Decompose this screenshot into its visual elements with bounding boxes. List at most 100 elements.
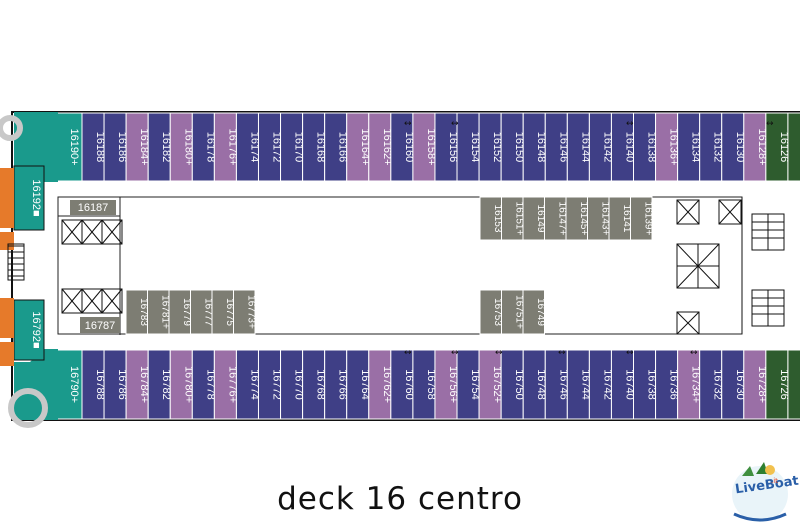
svg-text:↔: ↔	[558, 348, 566, 358]
cabin-label: 16146	[557, 132, 569, 163]
deck-caption: deck 16 centro	[277, 481, 523, 517]
cabin-label: 16774	[248, 369, 260, 400]
cabin-label: 16160	[403, 132, 415, 163]
cabin-label: 16150	[513, 132, 525, 163]
cabin-16187-label: 16187	[78, 202, 109, 214]
cabin-label: 16176+	[226, 128, 238, 165]
cabin-label: 16758	[425, 369, 437, 400]
cabin-label: 16732	[712, 369, 724, 400]
cabin-label: 16164+	[359, 128, 371, 165]
elevator-bank-right	[676, 199, 742, 335]
cabin-label: 16180+	[182, 128, 194, 165]
cabin-label: 16740	[623, 369, 635, 400]
cabin-label: 16168	[315, 132, 327, 163]
cabin-label: 16184+	[138, 128, 150, 165]
cabin-label: 16746	[557, 369, 569, 400]
inner-cabin-label: 16751+	[513, 295, 524, 329]
cabin-label: 16762+	[381, 366, 393, 403]
inner-cabin-label: 16143+	[599, 202, 610, 236]
cabin-label: 16760	[403, 369, 415, 400]
cabin-label: 16134	[690, 132, 702, 163]
stairwell-right	[741, 197, 785, 334]
inner-cabin-label: 16141	[621, 205, 632, 233]
cabin-label: 16778	[204, 369, 216, 400]
liveboat-logo	[732, 462, 788, 522]
cabin-16792-label: 16792■	[30, 311, 42, 348]
svg-text:↔: ↔	[495, 348, 503, 358]
connecting-door-marks: ↔↔↔↔ ↔↔↔↔↔↔	[404, 119, 774, 358]
svg-text:↔: ↔	[766, 119, 774, 129]
cabin-label: 16170	[293, 132, 305, 163]
cabin-label: 16768	[315, 369, 327, 400]
cabin-label: 16780+	[182, 366, 194, 403]
inner-cabin-label: 16149	[535, 205, 546, 233]
elevator-bank-left	[61, 219, 123, 314]
cabin-label: 16764	[359, 369, 371, 400]
cabin-label: 16178	[204, 132, 216, 163]
inner-cabin-label: 16749	[535, 298, 546, 326]
inner-cabins-bottom-mid: 16753 16751+ 16749	[479, 289, 546, 335]
cabin-label: 16784+	[138, 366, 150, 403]
cabin-label: 16728+	[756, 366, 768, 403]
cabin-label: 16770	[293, 369, 305, 400]
cabin-label: 16174	[248, 132, 260, 163]
cabin-label: 16130	[734, 132, 746, 163]
cabin-label: 16188	[94, 132, 106, 163]
cabin-label: 16162+	[381, 128, 393, 165]
cabin-label: 16738	[646, 369, 658, 400]
cabin-label: 16132	[712, 132, 724, 163]
cabin-label: 16776+	[226, 366, 238, 403]
inner-cabin-16773	[233, 289, 256, 335]
cabin-label: 16736	[668, 369, 680, 400]
svg-text:↔: ↔	[404, 348, 412, 358]
cabin-label: 16182	[160, 132, 172, 163]
cabin-label: 16750	[513, 369, 525, 400]
cabin-label: 16144	[579, 132, 591, 163]
cabin-16787-label: 16787	[85, 320, 116, 332]
inner-cabin-16139	[630, 196, 653, 241]
cabin-label: 16744	[579, 369, 591, 400]
svg-text:↔: ↔	[690, 348, 698, 358]
inner-cabin-label: 16151+	[513, 202, 524, 236]
svg-text:↔: ↔	[626, 348, 634, 358]
inner-cabin-label: 16783	[138, 298, 149, 326]
cabin-label: 16726	[778, 369, 790, 400]
cabin-label: 16154	[469, 132, 481, 163]
cabin-label: 16772	[271, 369, 283, 400]
inner-cabin-16749	[522, 289, 545, 335]
bow-structure	[0, 112, 58, 420]
cabin-label: 16142	[601, 132, 613, 163]
hull-outline	[11, 111, 800, 421]
inner-cabin-label: 16779	[181, 298, 192, 326]
cabin-label: 16752+	[491, 366, 503, 403]
cabin-16724	[787, 349, 800, 420]
cabin-label: 16152	[491, 132, 503, 163]
inner-cabin-label: 16153	[492, 205, 503, 233]
cabin-label: 16730	[734, 369, 746, 400]
lifebuoy-icon	[0, 115, 48, 428]
cabin-label: 16786	[116, 369, 128, 400]
cabin-label: 16186	[116, 132, 128, 163]
inner-cabin-label: 16773+	[245, 295, 256, 329]
cabin-label: 16766	[337, 369, 349, 400]
cabin-label: 16136+	[668, 128, 680, 165]
cabin-16124	[787, 112, 800, 182]
cabin-label: 16140	[623, 132, 635, 163]
svg-text:↔: ↔	[451, 119, 459, 129]
inner-cabin-label: 16139+	[642, 202, 653, 236]
cabin-label: 16156	[447, 132, 459, 163]
inner-cabin-label: 16775	[224, 298, 235, 326]
cabin-label: 16148	[535, 132, 547, 163]
inner-cabin-label: 16753	[492, 298, 503, 326]
svg-text:↔: ↔	[626, 119, 634, 129]
cabin-label: 16166	[337, 132, 349, 163]
cabin-label: 16756+	[447, 366, 459, 403]
cabin-label: 16128+	[756, 128, 768, 165]
inner-cabin-label: 16781+	[159, 295, 170, 329]
cabin-16192-label: 16192■	[30, 179, 42, 216]
